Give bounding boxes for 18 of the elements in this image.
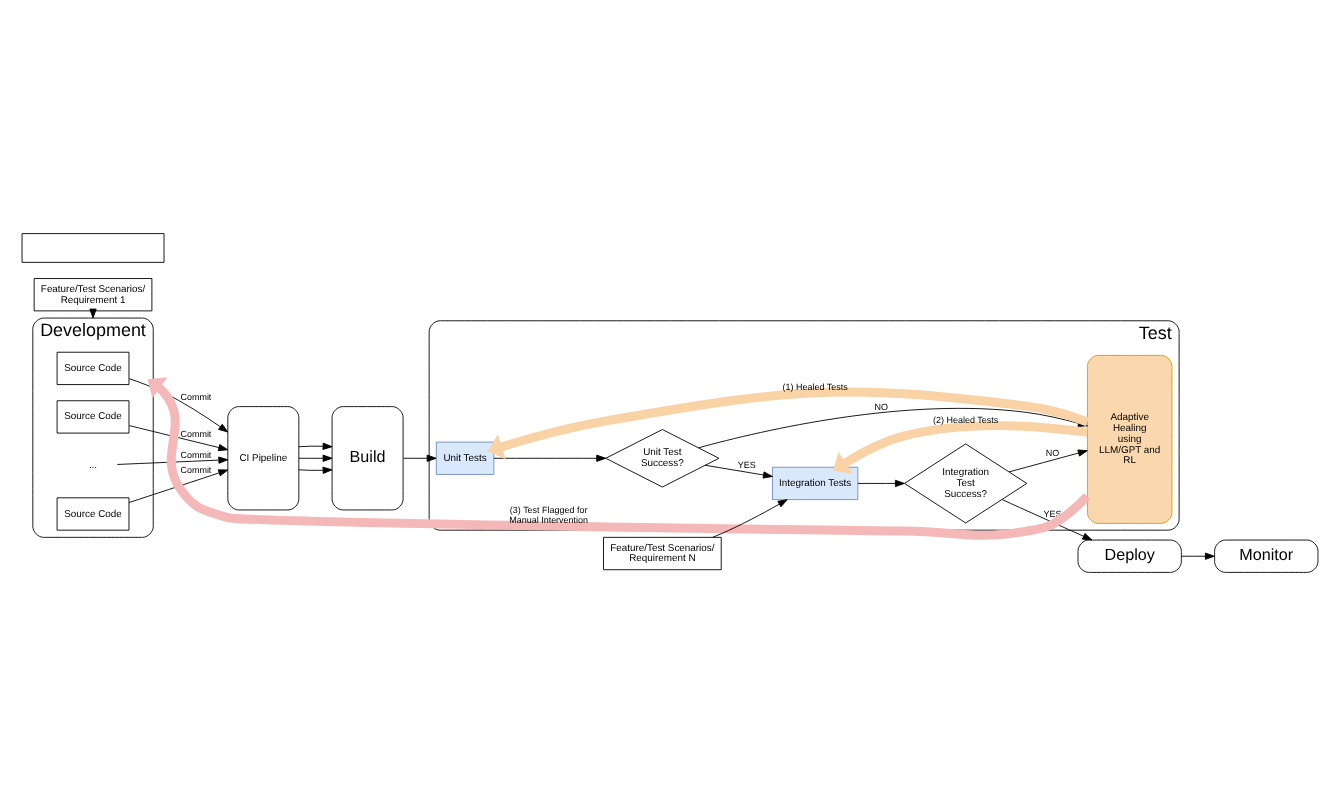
- arrow: [704, 464, 773, 479]
- arrow: [298, 454, 333, 462]
- arrow: [493, 454, 607, 462]
- arrow: [128, 469, 229, 503]
- arrow: [116, 456, 229, 465]
- node-box: Monitor: [1214, 539, 1319, 573]
- node-box: Build: [331, 406, 404, 511]
- arrow: [128, 425, 229, 452]
- arrow: [712, 499, 788, 538]
- arrow: [857, 479, 905, 488]
- arrow: [1001, 499, 1093, 541]
- arrow: [402, 454, 437, 462]
- node-box: [21, 233, 165, 263]
- arrow: [1181, 552, 1215, 560]
- arrow: [298, 466, 333, 474]
- arrow: [298, 442, 333, 450]
- arrow: [1008, 449, 1088, 473]
- node-box: Deploy: [1077, 539, 1182, 573]
